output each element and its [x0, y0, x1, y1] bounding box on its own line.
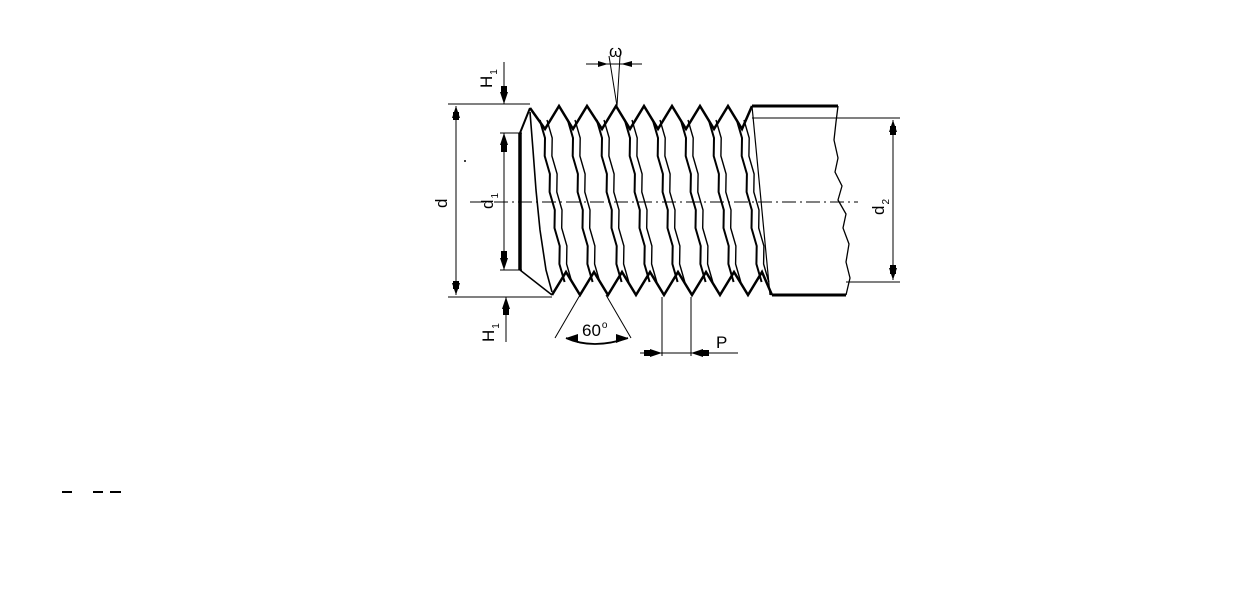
thread-flank-line: [687, 119, 714, 283]
label-d1: d1: [478, 193, 501, 209]
dimension-d2: [752, 117, 900, 283]
thread-profile-bottom: [550, 269, 774, 298]
thread-flank-line: [623, 119, 651, 283]
label-omega: ω: [609, 42, 622, 61]
dimension-d1: [500, 133, 508, 270]
label-angle: 60o: [582, 320, 608, 340]
dimension-flank-angle: [554, 294, 632, 345]
thread-flank-lines: [529, 111, 770, 293]
thread-flank-line: [707, 119, 735, 283]
thread-flank-line: [566, 119, 594, 283]
thread-flank-line: [735, 119, 763, 283]
thread-flank-line: [595, 119, 623, 283]
label-d: d: [432, 199, 451, 208]
bolt-shank: [751, 104, 851, 297]
dimension-d: [448, 103, 552, 298]
dimension-omega: [586, 55, 642, 107]
thread-flank-line: [529, 111, 553, 293]
label-h1-bottom: H1: [479, 323, 502, 342]
thread-flank-line: [715, 119, 742, 283]
label-d2: d2: [869, 199, 892, 215]
thread-flank-line: [546, 119, 573, 283]
thread-flank-line: [679, 119, 707, 283]
label-h1-top: H1: [477, 69, 500, 88]
dimension-h1-bottom: [502, 297, 510, 342]
thread-profile-top: [528, 103, 754, 132]
thread-flank-line: [538, 119, 566, 283]
thread-flank-line: [574, 119, 601, 283]
label-pitch: P: [716, 333, 727, 352]
dimension-pitch: [640, 297, 738, 357]
thread-flank-line: [631, 119, 658, 283]
thread-flank-line: [659, 119, 686, 283]
dimension-h1-top: [500, 62, 508, 104]
thread-flank-line: [743, 119, 770, 283]
thread-start-chamfer: [518, 107, 553, 296]
thread-flank-line: [651, 119, 679, 283]
thread-flank-line: [603, 119, 630, 283]
stray-marks: [62, 160, 466, 493]
